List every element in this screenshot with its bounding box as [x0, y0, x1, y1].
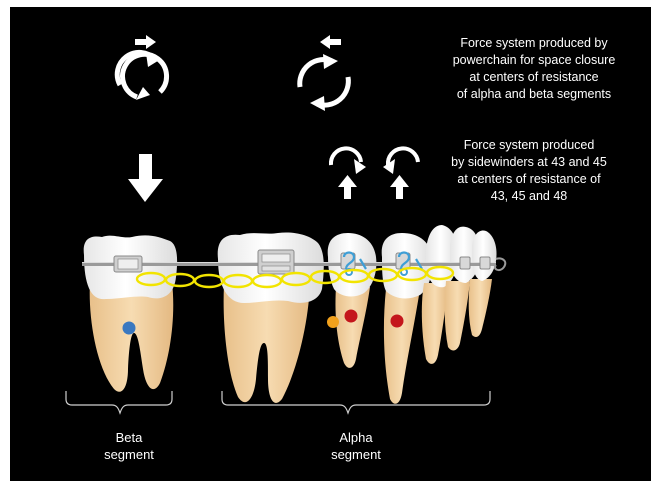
beta-moment-rotate-icon	[117, 52, 166, 100]
center-of-resistance-beta	[123, 322, 136, 335]
alpha-segment-label-line: Alpha	[306, 429, 406, 446]
beta-intrusion-arrow-icon	[128, 154, 163, 202]
beta-segment-label-line: segment	[79, 446, 179, 463]
diagram-canvas: Force system produced by powerchain for …	[10, 7, 651, 481]
powerchain-caption-line: powerchain for space closure	[434, 52, 634, 69]
tooth-41-incisor	[469, 231, 497, 337]
alpha-segment-label: Alpha segment	[306, 429, 406, 463]
molar-tube-48	[114, 256, 142, 272]
sidewinder-caption-line: at centers of resistance of	[434, 171, 624, 188]
alpha-segment-label-line: segment	[306, 446, 406, 463]
beta-segment-label: Beta segment	[79, 429, 179, 463]
tooth45-moment-icon	[383, 148, 418, 174]
alpha-translation-arrow-icon	[320, 35, 341, 49]
powerchain-caption: Force system produced by powerchain for …	[434, 35, 634, 103]
sidewinder-caption-line: 43, 45 and 48	[434, 188, 624, 205]
bracket-47	[258, 250, 294, 274]
alpha-moment-rotate-icon	[300, 54, 349, 111]
beta-translation-arrow-icon	[135, 35, 156, 49]
powerchain-caption-line: Force system produced by	[434, 35, 634, 52]
sidewinder-caption-line: Force system produced	[434, 137, 624, 154]
bracket-42	[460, 257, 470, 269]
beta-segment-brace	[66, 391, 172, 413]
alpha-segment-brace	[222, 391, 490, 413]
powerchain-caption-line: of alpha and beta segments	[434, 86, 634, 103]
tooth45-extrusion-arrow-icon	[390, 175, 409, 199]
bracket-41	[480, 257, 490, 269]
center-of-resistance-43	[327, 316, 339, 328]
sidewinder-caption: Force system produced by sidewinders at …	[434, 137, 624, 205]
tooth43-moment-icon	[331, 148, 366, 174]
sidewinder-caption-line: by sidewinders at 43 and 45	[434, 154, 624, 171]
center-of-resistance-45	[391, 315, 404, 328]
tooth43-extrusion-arrow-icon	[338, 175, 357, 199]
beta-segment-label-line: Beta	[79, 429, 179, 446]
powerchain-caption-line: at centers of resistance	[434, 69, 634, 86]
center-of-resistance-alpha	[345, 310, 358, 323]
